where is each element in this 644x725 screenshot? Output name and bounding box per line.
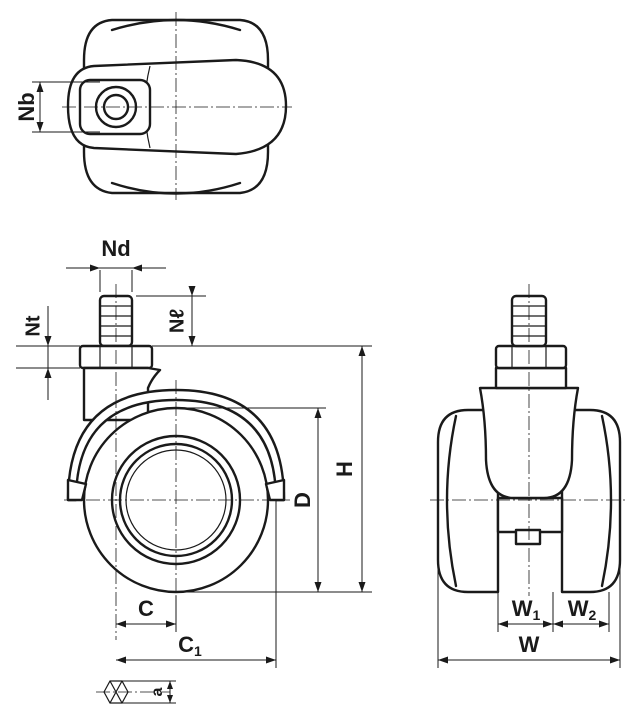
swivel-neck	[82, 366, 162, 422]
w1-label: W1	[512, 596, 541, 623]
front-swivel-plate	[494, 344, 568, 370]
w2-label: W2	[568, 596, 597, 623]
w1-w2-dimension: W1 W2	[497, 592, 610, 632]
w-dimension: W	[437, 560, 621, 668]
w2-label-main: W	[568, 596, 589, 621]
nt-arrow-top	[44, 336, 52, 346]
nd-arrow-right	[132, 264, 142, 272]
c1-label-sub: 1	[194, 643, 202, 659]
c-dimension: C	[116, 596, 177, 632]
a-arrow-bottom	[167, 695, 173, 703]
front-axle-cap	[514, 528, 542, 546]
front-view	[430, 284, 628, 596]
a-arrow-top	[167, 681, 173, 689]
front-left-tread	[445, 414, 458, 588]
a-label: a	[149, 687, 166, 696]
nd-dimension: Nd	[66, 236, 166, 292]
w2-arrow-right	[599, 620, 609, 628]
d-arrow-top	[314, 408, 322, 418]
front-axle	[496, 496, 564, 534]
c-arrow-right	[166, 620, 176, 628]
front-neck	[494, 366, 568, 390]
d-dimension: D	[176, 407, 326, 592]
d-label: D	[290, 492, 315, 508]
a-detail: a	[96, 680, 176, 704]
c1-arrow-left	[116, 656, 126, 664]
h-arrow-bottom	[358, 582, 366, 592]
nb-dimension: Nb	[14, 81, 100, 133]
w2-arrow-left	[553, 620, 563, 628]
nb-arrow-top	[36, 82, 44, 92]
nl-dimension: Nℓ	[136, 286, 206, 346]
side-view	[64, 284, 290, 640]
c1-arrow-right	[266, 656, 276, 664]
c1-label: C1	[178, 632, 202, 659]
h-label: H	[332, 461, 357, 477]
c1-dimension: C1	[116, 500, 277, 668]
w-arrow-left	[438, 656, 448, 664]
hood-leg-right	[264, 478, 286, 502]
hex-nut-inner	[109, 680, 123, 704]
nl-label: Nℓ	[166, 309, 188, 333]
nl-arrow-top	[188, 286, 196, 296]
hood-leg-left	[66, 478, 88, 502]
nd-arrow-left	[90, 264, 100, 272]
nt-arrow-bottom	[44, 368, 52, 378]
nt-label: Nt	[22, 315, 44, 336]
w-label: W	[519, 632, 540, 657]
nd-label: Nd	[101, 236, 130, 261]
d-arrow-bottom	[314, 582, 322, 592]
w1-arrow-left	[498, 620, 508, 628]
c-arrow-left	[116, 620, 126, 628]
c1-label-main: C	[178, 632, 194, 657]
nb-arrow-bottom	[36, 122, 44, 132]
front-right-tread	[600, 414, 613, 588]
w1-arrow-right	[543, 620, 553, 628]
w1-label-main: W	[512, 596, 533, 621]
nb-label: Nb	[14, 92, 39, 121]
nl-arrow-bottom	[188, 336, 196, 346]
w-arrow-right	[610, 656, 620, 664]
w1-label-sub: 1	[532, 607, 540, 623]
w2-label-sub: 2	[588, 607, 596, 623]
h-arrow-top	[358, 346, 366, 356]
top-view	[62, 12, 292, 200]
c-label: C	[138, 596, 154, 621]
nt-dimension: Nt	[16, 306, 80, 400]
h-dimension: H	[152, 345, 372, 593]
